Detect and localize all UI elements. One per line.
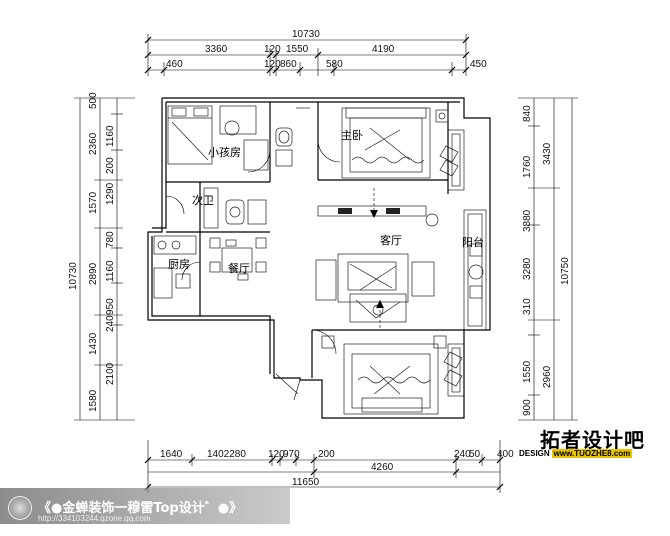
dim-bottom-240: 240	[454, 449, 471, 460]
dim-top-3360: 3360	[205, 44, 228, 55]
dim-top-4190: 4190	[372, 44, 395, 55]
dim-bottom-200: 200	[318, 449, 335, 460]
dim-top-1550: 1550	[286, 44, 309, 55]
interior-walls	[166, 102, 464, 378]
view-markers	[370, 188, 384, 330]
brand-design-text: DESIGN	[519, 449, 550, 458]
dim-right-900: 900	[522, 399, 533, 416]
dim-bottom-total: 11650	[292, 477, 320, 488]
dim-right-total: 10750	[560, 257, 571, 285]
dim-left-500: 500	[88, 92, 99, 109]
dim-right-1760: 1760	[522, 155, 533, 178]
balcony-chairs-bottom	[443, 351, 463, 387]
dim-right-310: 310	[522, 298, 533, 315]
dim-left-total: 10730	[68, 262, 79, 290]
brand-tagline: DESIGN www.TUOZHE8.com	[519, 448, 633, 459]
dim-left-950: 950	[105, 298, 116, 315]
dim-left-1160: 1160	[105, 125, 116, 147]
brand-logo: 拓者设计吧	[540, 428, 645, 452]
dim-top-small-1: 120	[264, 44, 281, 55]
dim-right-1550: 1550	[522, 360, 533, 383]
dim-left-2100: 2100	[105, 362, 116, 385]
watermark-url: http://334103244.qzone.qq.com	[38, 514, 151, 523]
dining-table	[209, 237, 267, 281]
dim-left-240: 240	[105, 315, 116, 332]
balcony-railings	[447, 129, 487, 397]
dim-left-2890: 2890	[88, 262, 99, 285]
dim-bottom-970: 970	[283, 449, 300, 460]
second-bath-fixtures	[203, 187, 267, 229]
master-nightstand-right	[435, 109, 449, 123]
dim-right-3430: 3430	[542, 142, 553, 165]
dim-bottom-4260: 4260	[371, 462, 394, 473]
bathroom-fixtures-top	[275, 107, 310, 167]
brand-url: www.TUOZHE8.com	[551, 449, 633, 458]
dim-bottom-small-2: 50	[469, 449, 481, 460]
left-dimension-lines: 10730 500 2360 1570 2890 1430 1580 1160 …	[68, 92, 135, 421]
dim-left-780: 780	[105, 231, 116, 248]
dim-right-840: 840	[522, 105, 533, 122]
kids-desk	[219, 105, 269, 171]
dim-top-450: 450	[470, 59, 487, 70]
dim-top-total: 10730	[292, 29, 320, 40]
watermark-bar	[0, 488, 290, 524]
dim-top-460: 460	[166, 59, 183, 70]
dim-top-small-2: 120	[264, 59, 281, 70]
dim-top-860: 860	[280, 59, 297, 70]
dim-left-200: 200	[105, 157, 116, 174]
dim-bottom-small-1: 120	[268, 449, 285, 460]
dim-left-1160b: 1160	[105, 260, 116, 282]
room-label-dining: 餐厅	[228, 261, 250, 275]
kids-bed	[167, 105, 213, 165]
right-dimension-lines: 840 1760 3880 3280 310 1550 900 3430 107…	[518, 97, 578, 421]
dim-right-3280: 3280	[522, 257, 533, 280]
dim-left-1290: 1290	[105, 182, 116, 205]
master-bed	[341, 107, 431, 179]
dim-bottom-400: 400	[497, 449, 514, 460]
exterior-walls	[147, 97, 491, 419]
lower-bed	[343, 343, 439, 415]
dim-left-1580: 1580	[88, 389, 99, 412]
room-label-living: 客厅	[380, 233, 402, 247]
dim-left-1430: 1430	[88, 332, 99, 355]
dim-left-2360: 2360	[88, 132, 99, 155]
room-label-kitchen: 厨房	[168, 258, 190, 271]
living-sofa	[315, 253, 435, 303]
living-coffee-area	[349, 293, 407, 323]
bottom-dimension-lines: 1640 1402280 120 970 200 240 50 400 4260…	[144, 440, 514, 493]
lower-side-tables	[321, 335, 447, 349]
watermark-logo-icon	[8, 496, 32, 520]
balcony-seating	[468, 243, 484, 299]
dim-bottom-1640: 1640	[160, 449, 183, 460]
room-label-balcony: 阳台	[462, 235, 484, 249]
top-dimension-lines: 10730 3360 120 1550 4190 460 120 860 580…	[144, 29, 487, 76]
dim-top-580: 580	[326, 59, 343, 70]
door-swings	[165, 139, 341, 401]
dim-bottom-1402280: 1402280	[207, 449, 246, 460]
watermark-title: 《●金蝉装饰一穆雷Top设计゛●》	[38, 501, 243, 516]
dim-right-2960: 2960	[542, 365, 553, 388]
room-label-master-bedroom: 主卧	[341, 129, 363, 142]
room-label-kids-room: 小孩房	[208, 146, 241, 159]
balcony-chairs-top	[439, 145, 459, 177]
dim-right-3880: 3880	[522, 209, 533, 232]
living-tv-wall	[317, 205, 439, 227]
room-label-second-bath: 次卫	[192, 193, 214, 207]
dim-left-1570: 1570	[88, 191, 99, 214]
kitchen-counter	[153, 235, 197, 299]
